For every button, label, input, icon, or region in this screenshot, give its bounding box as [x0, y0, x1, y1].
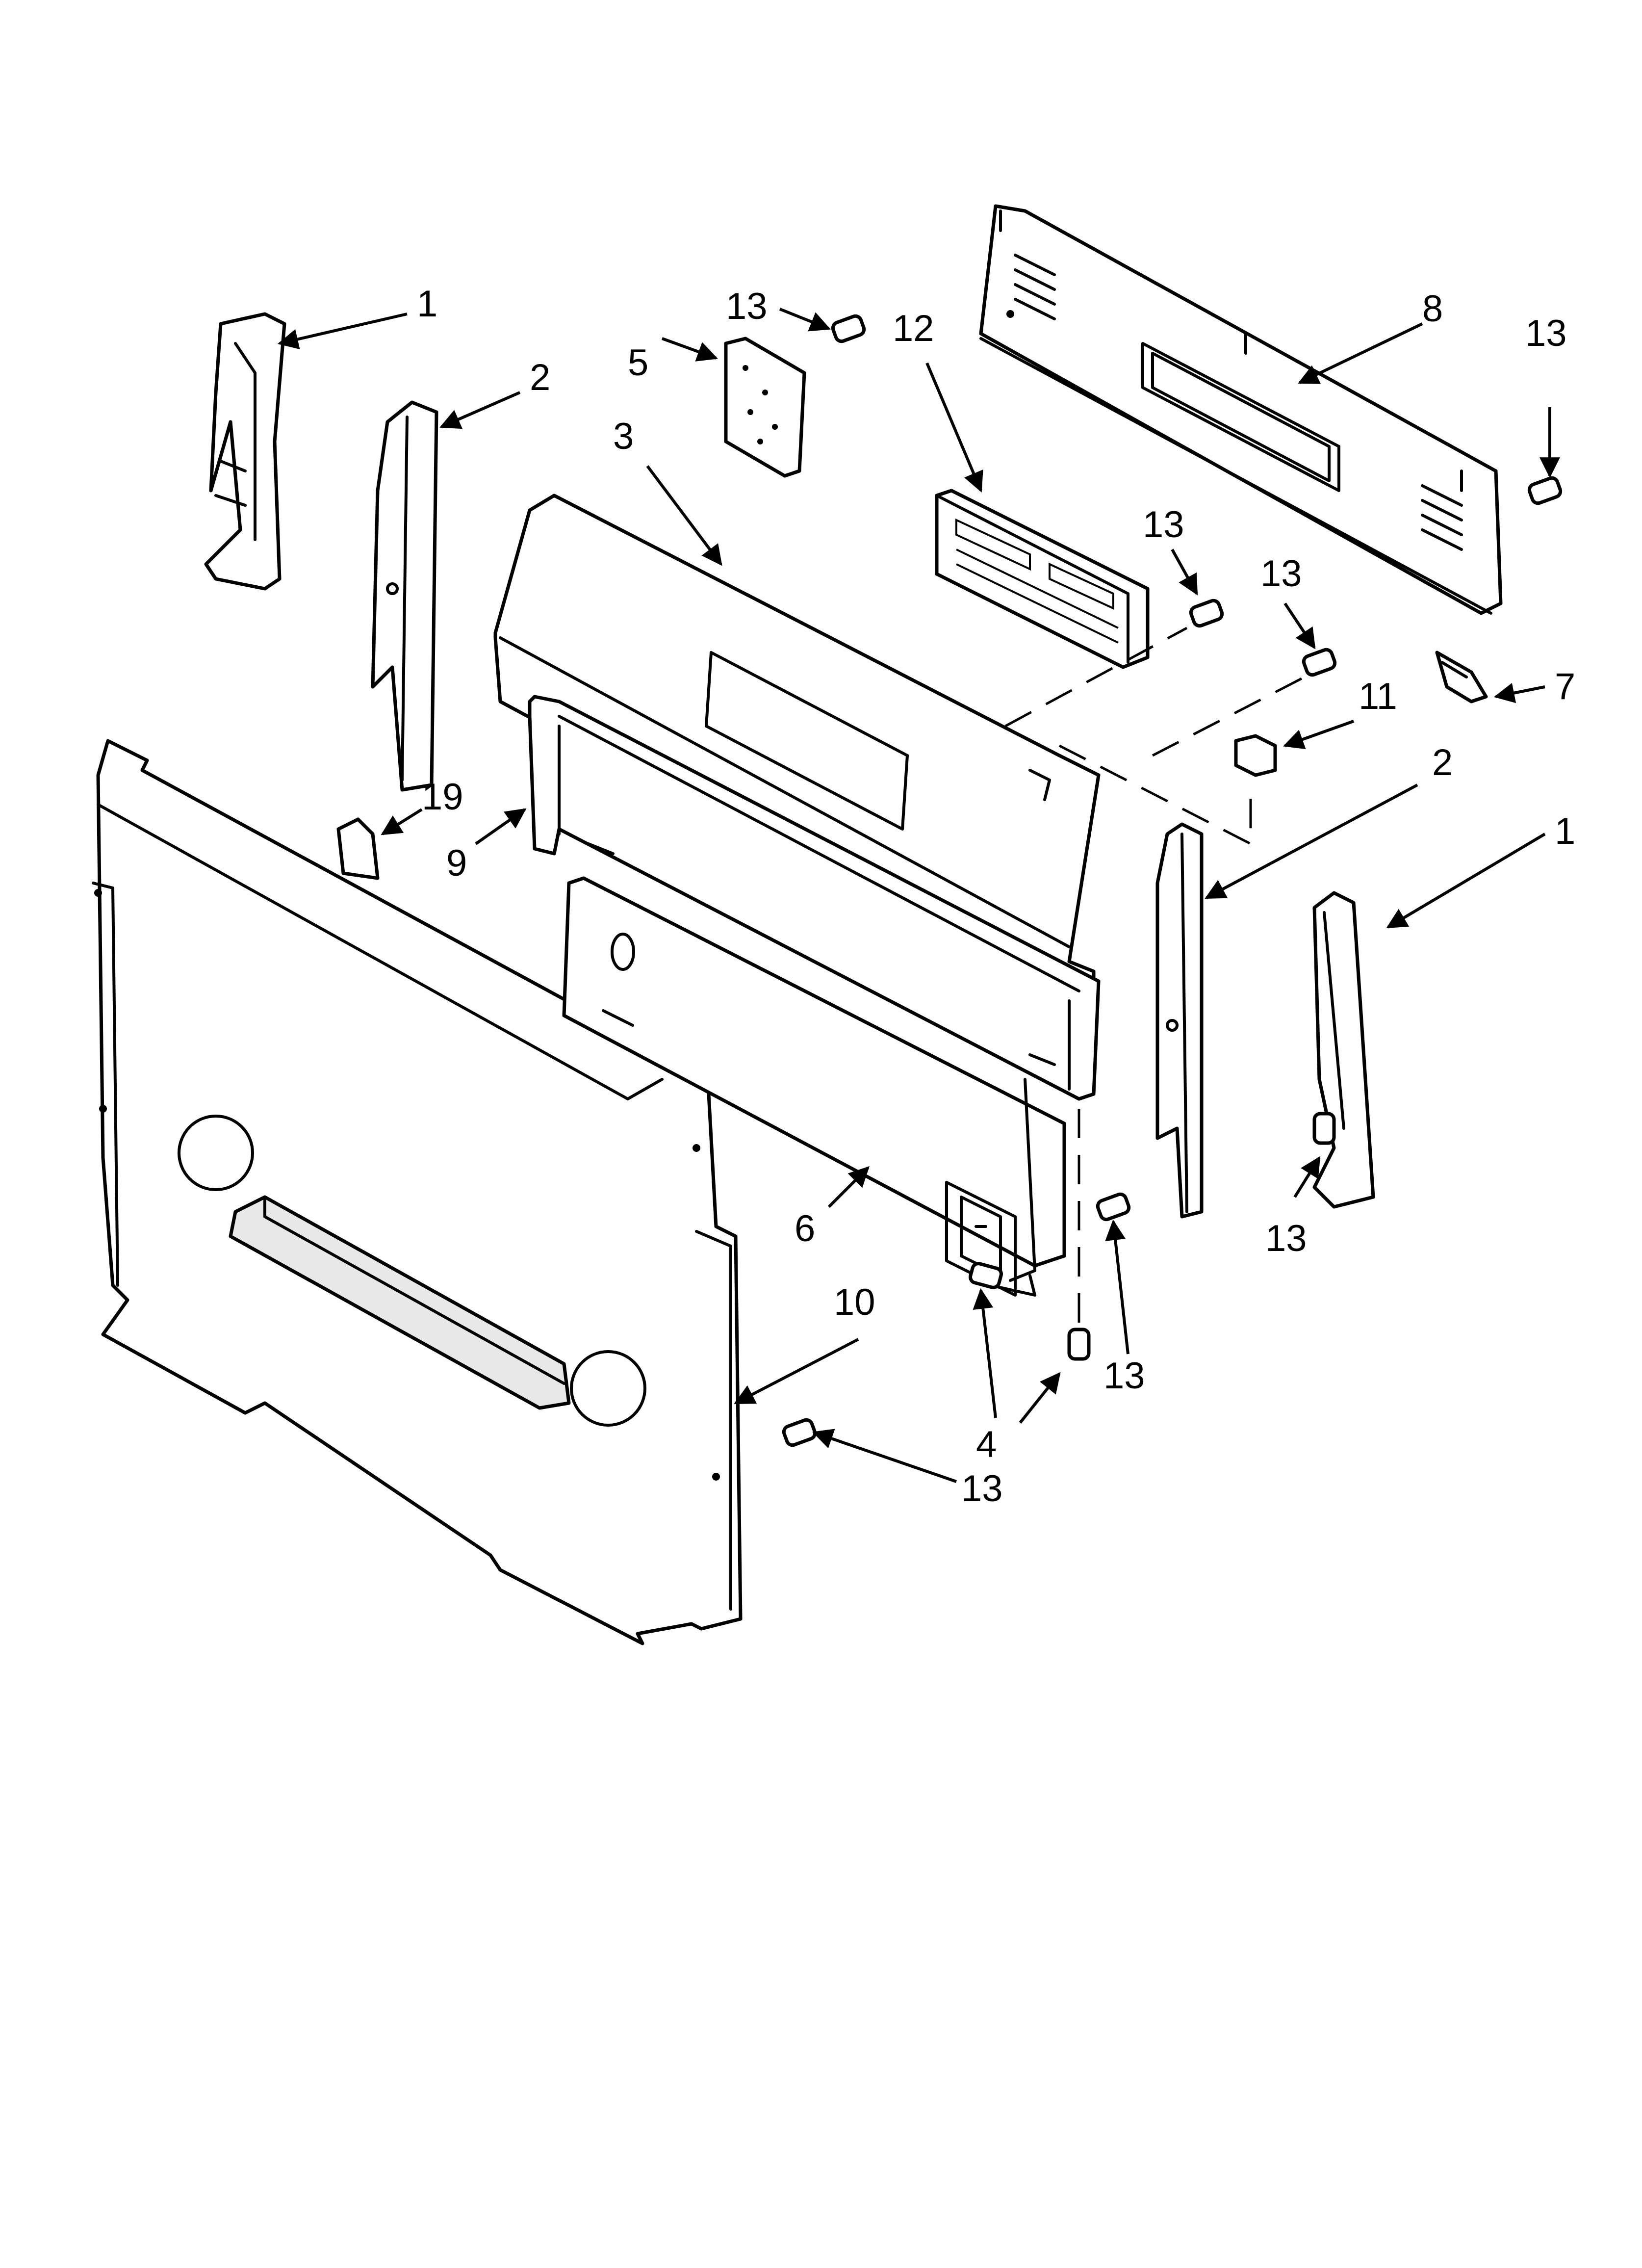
callout-7: 7: [1555, 666, 1575, 707]
callout-11: 11: [1359, 676, 1397, 717]
part-2-bracket-right: [1155, 822, 1204, 1219]
part-8-vent-panel: [979, 204, 1503, 615]
screw-13-d: [1302, 648, 1337, 677]
part-9-frame: [528, 695, 1101, 1101]
callout-12: 12: [893, 308, 934, 349]
leader-lines: [277, 308, 1560, 1483]
screw-13-c: [1189, 599, 1224, 628]
part-12-electronic-control: [935, 489, 1150, 669]
callout-1-right: 1: [1555, 810, 1575, 852]
part-1-end-cap-right: [1312, 891, 1375, 1209]
callout-13-top: 13: [726, 286, 768, 327]
callout-13-right-cap: 13: [1265, 1218, 1307, 1259]
part-7-clip: [1435, 651, 1488, 704]
callout-labels: 1 2 3 5 13 12 8 13 13 13 7 11 2 1 19 9 6…: [417, 283, 1575, 1510]
callout-13-right-top: 13: [1525, 313, 1567, 354]
part-3-control-panel: [493, 494, 1101, 1017]
callout-8: 8: [1422, 288, 1443, 330]
screw-13-h: [782, 1418, 817, 1447]
part-5-board: [724, 337, 806, 478]
callout-2-right: 2: [1432, 742, 1453, 783]
part-6-shield: [562, 876, 1066, 1297]
callout-2-left: 2: [530, 357, 550, 398]
callout-13-bottom: 13: [1103, 1355, 1145, 1397]
assembly-lines: [1004, 626, 1306, 1325]
callout-10: 10: [834, 1281, 875, 1323]
screw-13-g: [1067, 1328, 1091, 1361]
callout-1-left: 1: [417, 283, 437, 325]
screw-13-b: [1527, 476, 1563, 505]
callout-13-control: 13: [1143, 504, 1184, 546]
part-19-clip: [336, 817, 380, 880]
callout-6: 6: [795, 1208, 815, 1250]
part-11-switch: [1234, 734, 1277, 777]
callout-13-panel: 13: [961, 1468, 1003, 1510]
callout-3: 3: [613, 416, 634, 457]
screws: [782, 314, 1563, 1447]
callout-19: 19: [422, 776, 463, 818]
part-2-bracket-left: [371, 400, 438, 792]
screw-4-a: [969, 1262, 1003, 1289]
callout-4: 4: [976, 1424, 997, 1465]
callout-9: 9: [446, 842, 467, 884]
screw-13-a: [831, 314, 866, 343]
screw-13-f: [1096, 1192, 1131, 1222]
callout-13-switch: 13: [1260, 553, 1302, 595]
screw-13-e: [1312, 1112, 1336, 1145]
part-10-panel: [92, 739, 743, 1645]
callout-5: 5: [628, 342, 648, 384]
part-1-end-cap-left: [204, 312, 286, 591]
